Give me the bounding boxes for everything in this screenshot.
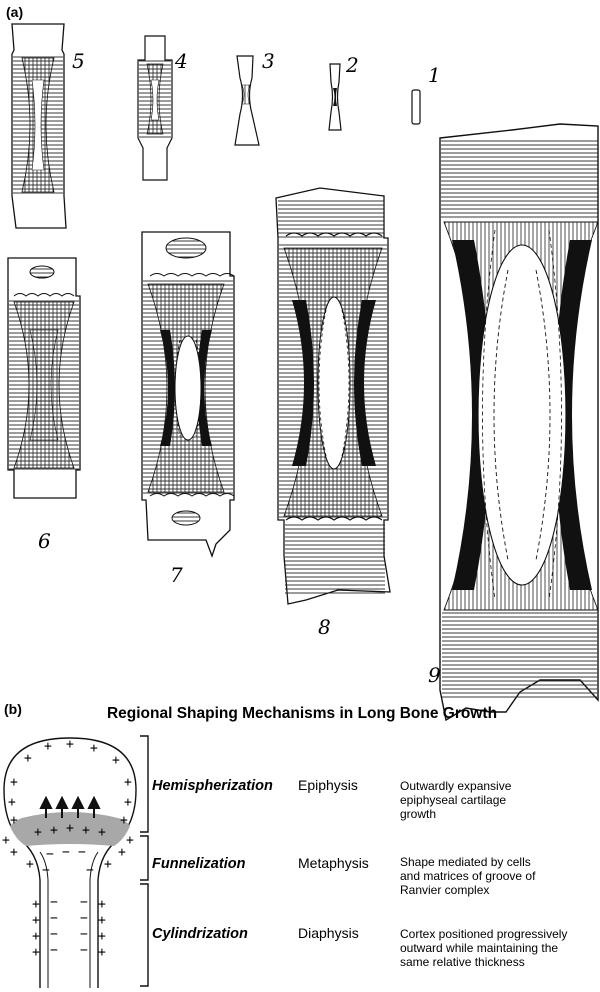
region-epiphysis: Epiphysis (298, 777, 358, 793)
svg-text:+: + (104, 857, 112, 872)
svg-text:+: + (50, 823, 58, 838)
panel-b-label: (b) (4, 701, 22, 717)
growth-arrows (39, 795, 101, 818)
svg-text:+: + (32, 913, 40, 928)
svg-text:+: + (2, 833, 10, 848)
mechanism-funnelization: Funnelization (152, 856, 246, 872)
bone-9-number: 9 (428, 663, 441, 687)
svg-text:−: − (86, 863, 94, 878)
svg-text:+: + (10, 775, 18, 790)
svg-text:+: + (98, 929, 106, 944)
svg-text:+: + (44, 739, 52, 754)
svg-text:+: + (32, 929, 40, 944)
desc-cylindrization-1: Cortex positioned progressively (400, 927, 567, 941)
svg-text:+: + (82, 823, 90, 838)
panel-a-label: (a) (6, 4, 23, 20)
bone-7-number: 7 (170, 563, 183, 587)
plus-signs: + + + + + + + + + + + + + + + + + + + + … (2, 737, 134, 960)
bone-schematic: + + + + + + + + + + + + + + + + + + + + … (2, 737, 137, 988)
svg-text:+: + (98, 825, 106, 840)
svg-text:+: + (10, 845, 18, 860)
region-diaphysis: Diaphysis (298, 925, 359, 941)
cartilage-band (10, 812, 130, 846)
svg-text:+: + (24, 751, 32, 766)
svg-text:+: + (124, 795, 132, 810)
svg-text:+: + (10, 813, 18, 828)
svg-text:+: + (98, 913, 106, 928)
svg-text:+: + (8, 795, 16, 810)
bone-8-number: 8 (318, 615, 331, 639)
svg-text:+: + (90, 741, 98, 756)
bone-4-number: 4 (174, 49, 188, 73)
desc-hemispherization-3: growth (400, 807, 436, 821)
desc-funnelization-3: Ranvier complex (400, 883, 489, 897)
svg-text:−: − (50, 927, 58, 942)
bone-5-number: 5 (72, 49, 85, 73)
svg-text:−: − (62, 845, 70, 860)
minus-signs: − − − − − − − − − − − − − (42, 845, 94, 958)
svg-text:+: + (98, 897, 106, 912)
svg-text:+: + (66, 737, 74, 752)
desc-funnelization-2: and matrices of groove of (400, 869, 536, 883)
region-metaphysis: Metaphysis (298, 855, 369, 871)
svg-text:+: + (32, 945, 40, 960)
bone-3-number: 3 (262, 49, 275, 73)
bone-9 (439, 123, 599, 722)
bone-8 (275, 187, 391, 605)
svg-text:+: + (32, 897, 40, 912)
svg-text:+: + (120, 813, 128, 828)
svg-text:−: − (50, 943, 58, 958)
svg-text:−: − (80, 895, 88, 910)
svg-text:−: − (80, 943, 88, 958)
bone-1-number: 1 (428, 63, 441, 87)
region-brackets (140, 735, 149, 987)
svg-text:−: − (80, 927, 88, 942)
svg-text:−: − (42, 863, 50, 878)
svg-text:−: − (78, 845, 86, 860)
mechanism-cylindrization: Cylindrization (152, 926, 248, 942)
desc-hemispherization-2: epiphyseal cartilage (400, 793, 506, 807)
svg-text:+: + (66, 821, 74, 836)
desc-funnelization-1: Shape mediated by cells (400, 855, 531, 869)
svg-text:+: + (118, 845, 126, 860)
svg-text:+: + (98, 945, 106, 960)
svg-text:+: + (112, 753, 120, 768)
svg-text:−: − (50, 895, 58, 910)
bone-4 (137, 35, 173, 181)
svg-text:−: − (46, 847, 54, 862)
bone-2 (328, 63, 342, 131)
bone-6 (7, 257, 81, 499)
bone-3 (234, 55, 260, 146)
svg-text:−: − (80, 911, 88, 926)
bone-1 (411, 89, 421, 125)
panel-b-title: Regional Shaping Mechanisms in Long Bone… (107, 705, 497, 722)
desc-hemispherization-1: Outwardly expansive (400, 779, 512, 793)
svg-text:+: + (34, 825, 42, 840)
svg-text:+: + (126, 833, 134, 848)
bone-7 (141, 231, 235, 558)
svg-text:+: + (124, 775, 132, 790)
bone-2-number: 2 (345, 53, 359, 77)
desc-cylindrization-3: same relative thickness (400, 955, 525, 969)
svg-text:−: − (50, 911, 58, 926)
bone-5 (11, 23, 67, 229)
bone-6-number: 6 (38, 529, 51, 553)
mechanism-hemispherization: Hemispherization (152, 778, 273, 794)
svg-text:+: + (26, 857, 34, 872)
desc-cylindrization-2: outward while maintaining the (400, 941, 558, 955)
